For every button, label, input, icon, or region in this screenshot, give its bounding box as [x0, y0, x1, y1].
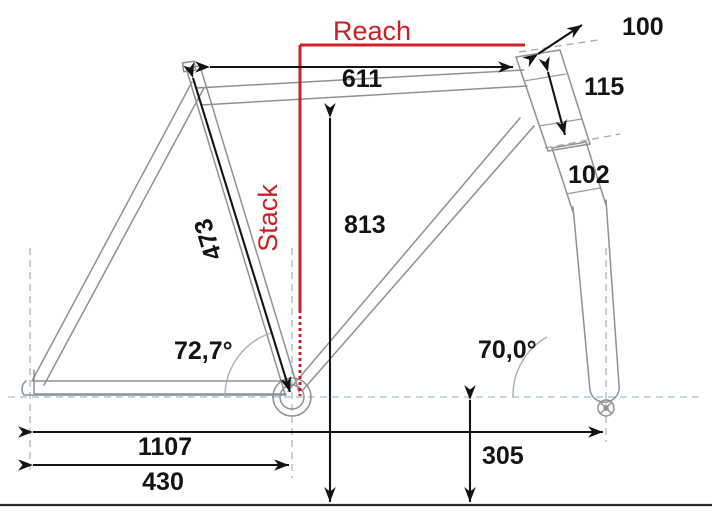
reach-stack-dimensions — [298, 43, 525, 396]
top-tube-611-label: 611 — [342, 65, 382, 93]
head-tube-angle-label: 70,0° — [478, 336, 537, 364]
head-tube-bottom-guide — [544, 133, 621, 149]
stem-100-label: 100 — [622, 13, 664, 41]
head-tube-angle-arc — [512, 336, 548, 398]
reach-label: Reach — [333, 16, 411, 46]
chain-stay — [21, 369, 287, 396]
seat-stay — [31, 81, 205, 386]
bottom-bracket — [272, 377, 312, 417]
stack-height-813-label: 813 — [344, 211, 386, 239]
seat-tube-angle-label: 72,7° — [174, 337, 233, 365]
seat-tube-473-line — [183, 61, 292, 393]
head-tube — [515, 49, 591, 152]
fork — [551, 141, 620, 417]
dimension-labels: Reach Stack 611 100 115 102 813 473 72,7… — [138, 13, 664, 496]
black-dimensions — [18, 24, 603, 502]
chainstay-430-label: 430 — [142, 468, 184, 496]
seat-tube-473-label: 473 — [189, 215, 228, 263]
stack-label: Stack — [253, 184, 283, 252]
bb-drop-305-label: 305 — [482, 442, 524, 470]
fork-102-label: 102 — [568, 161, 610, 189]
wheelbase-1107-label: 1107 — [138, 433, 192, 461]
head-tube-115-label: 115 — [584, 73, 624, 101]
stem-100-line — [522, 24, 583, 68]
head-tube-115-line — [538, 56, 567, 136]
